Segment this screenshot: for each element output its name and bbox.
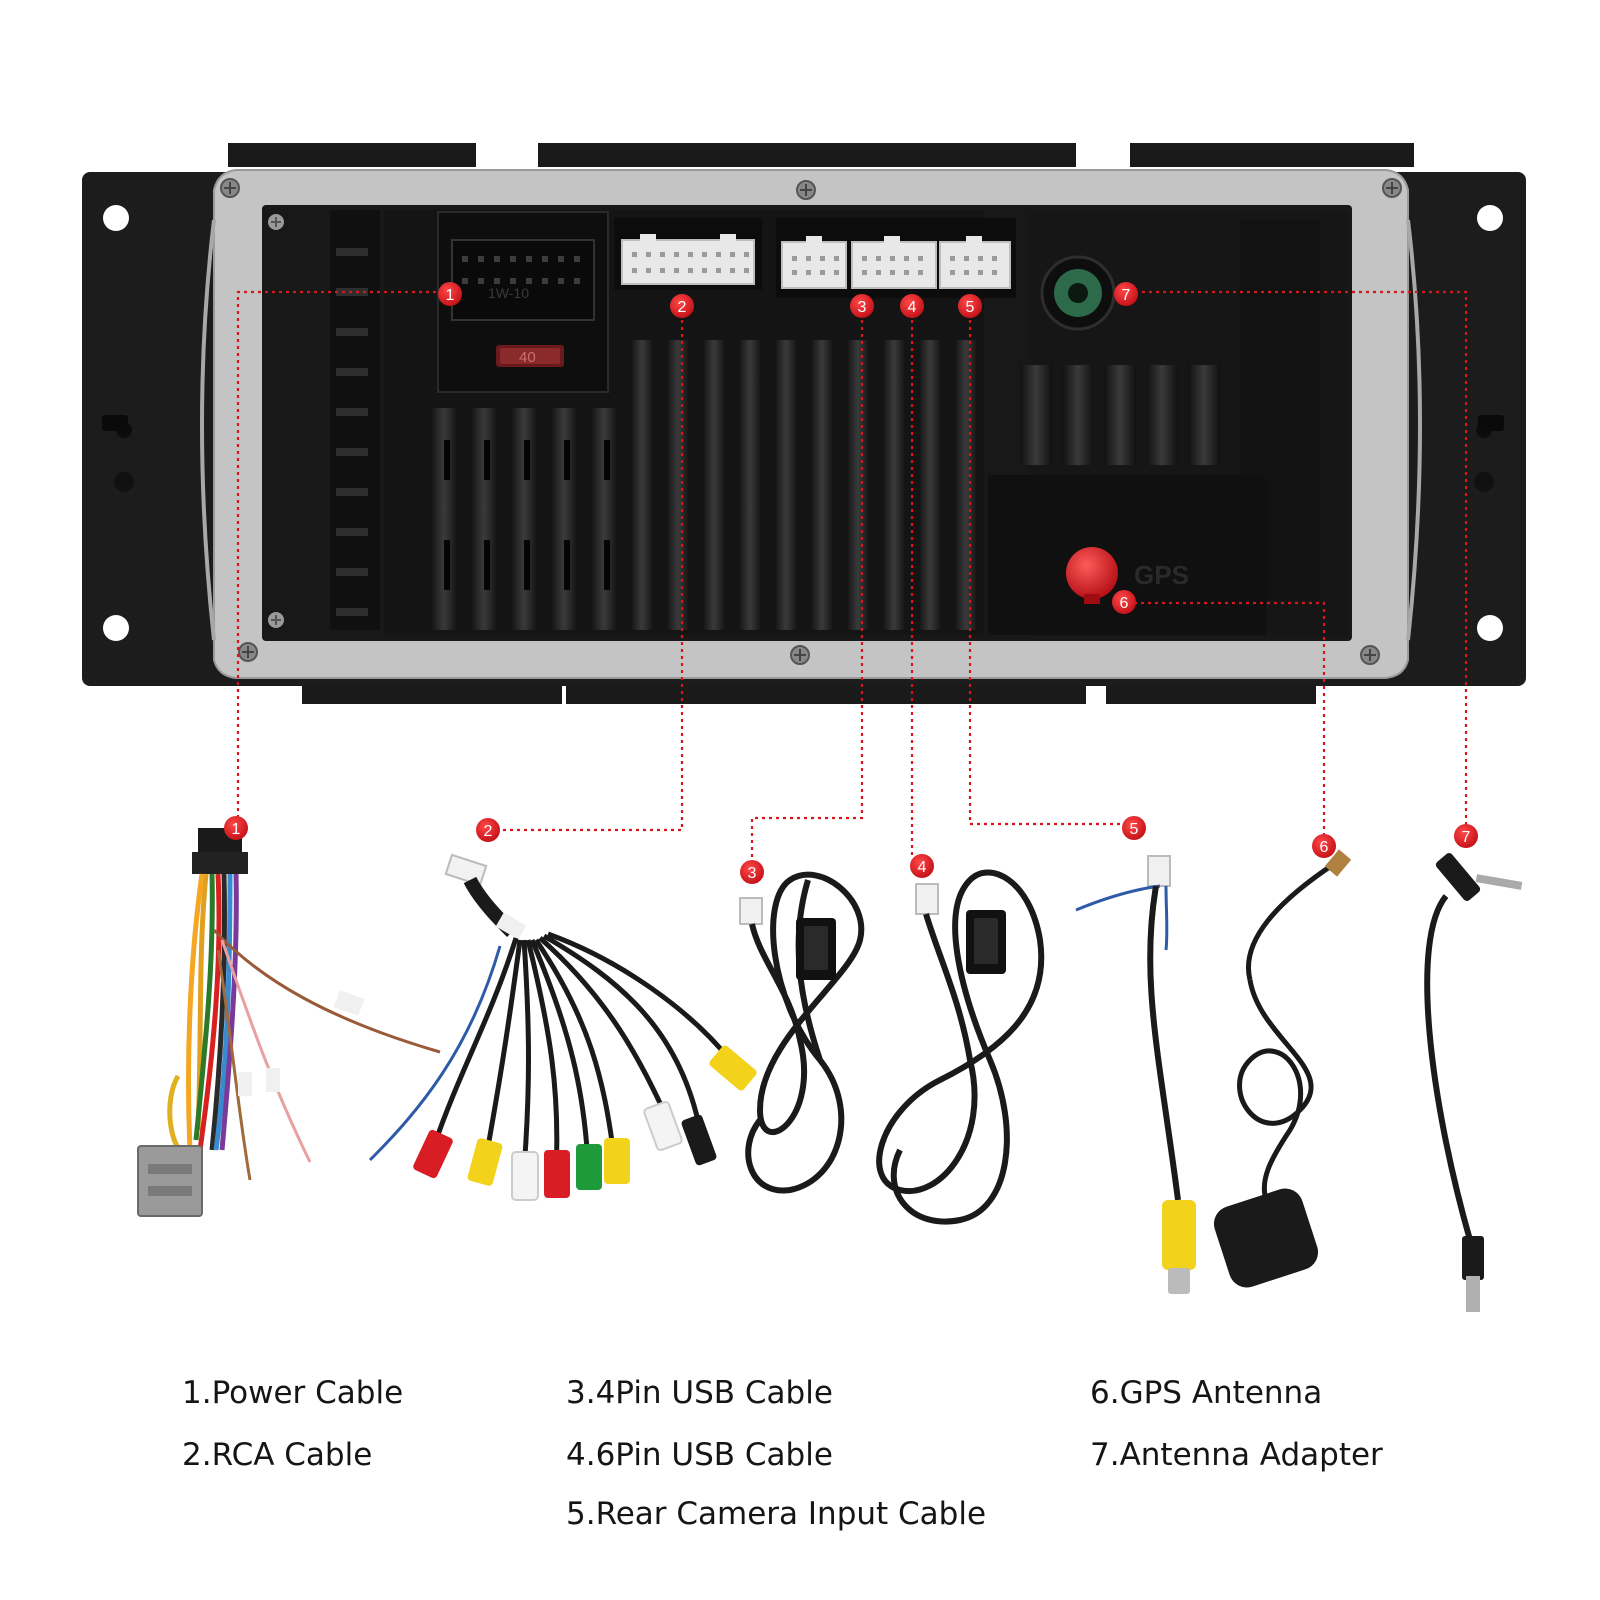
leader-line-5: [968, 306, 1124, 826]
svg-text:6: 6: [1320, 839, 1329, 856]
rca-plug-green-icon: [576, 1144, 602, 1190]
mount-hole-icon: [103, 205, 129, 231]
screw-icon: [790, 645, 810, 665]
svg-text:2: 2: [484, 823, 493, 840]
antenna-socket-port: [1040, 255, 1116, 331]
caption-power-cable: 1.Power Cable: [182, 1375, 404, 1411]
mount-hole-icon: [1477, 205, 1503, 231]
screw-icon: [238, 642, 258, 662]
port-marker-1: 1: [438, 282, 462, 306]
leader-line-1: [236, 290, 436, 818]
svg-text:1: 1: [446, 287, 455, 304]
port-marker-3: 3: [850, 294, 874, 318]
port-marker-6: 6: [1112, 590, 1136, 614]
rca-plug-yellow-icon: [1162, 1200, 1196, 1270]
caption-rca-cable: 2.RCA Cable: [182, 1437, 373, 1473]
svg-text:2: 2: [678, 299, 687, 316]
port-marker-2: 2: [670, 294, 694, 318]
rca-plug-yellow-icon: [709, 1045, 757, 1091]
cable-marker-4: 4: [910, 854, 934, 878]
caption-rear-camera-cable: 5.Rear Camera Input Cable: [566, 1496, 987, 1532]
power-cable: [137, 828, 441, 1217]
svg-text:1: 1: [232, 821, 241, 838]
rca-plug-white-icon: [511, 1151, 539, 1201]
caption-6pin-usb-cable: 4.6Pin USB Cable: [566, 1437, 833, 1473]
svg-text:7: 7: [1122, 287, 1131, 304]
rca-plug-red-icon: [413, 1129, 453, 1179]
cable-marker-3: 3: [740, 860, 764, 884]
rca-cable: [368, 853, 757, 1201]
leader-line-2: [488, 306, 684, 832]
svg-text:5: 5: [966, 299, 975, 316]
port-marker-4: 4: [900, 294, 924, 318]
power-plug-icon: [137, 1145, 203, 1217]
leader-line-7: [1142, 290, 1468, 830]
svg-text:5: 5: [1130, 821, 1139, 838]
svg-text:7: 7: [1462, 829, 1471, 846]
cable-marker-7: 7: [1454, 824, 1478, 848]
svg-text:3: 3: [858, 299, 867, 316]
antenna-plug-icon: [1466, 1276, 1480, 1312]
svg-text:4: 4: [908, 299, 917, 316]
rear-camera-cable: [1075, 855, 1196, 1294]
screw-icon: [268, 612, 284, 628]
harness-label: 1W-10: [488, 285, 529, 301]
usb-6pin-cable: [876, 869, 1045, 1225]
screw-icon: [796, 180, 816, 200]
usb-6pin-port: [851, 236, 937, 289]
mic-jack-icon: [681, 1114, 717, 1166]
heat-sink-left: [330, 210, 380, 630]
gps-receiver-icon: [1213, 1188, 1319, 1288]
caption-4pin-usb-cable: 3.4Pin USB Cable: [566, 1375, 833, 1411]
leader-line-6: [1134, 601, 1326, 838]
svg-text:4: 4: [918, 859, 927, 876]
port-marker-5: 5: [958, 294, 982, 318]
caption-gps-antenna: 6.GPS Antenna: [1090, 1375, 1323, 1411]
cable-marker-6: 6: [1312, 834, 1336, 858]
port-markers: 1 2 3 4 5 6 7: [438, 282, 1138, 614]
rca-plug-white-icon: [643, 1101, 683, 1151]
svg-text:6: 6: [1120, 595, 1129, 612]
screw-icon: [268, 214, 284, 230]
rca-plug-yellow-icon: [467, 1138, 503, 1186]
screw-icon: [1360, 645, 1380, 665]
fuse-label: 40: [519, 349, 536, 366]
head-unit-rear: 1W-10 40: [82, 143, 1526, 704]
cable-marker-2: 2: [476, 818, 500, 842]
gps-antenna-cable: [1213, 849, 1352, 1288]
leader-lines: [236, 290, 1468, 862]
screw-icon: [220, 178, 240, 198]
usb-4pin-cable: [739, 871, 865, 1194]
antenna-adapter-cable: [1424, 853, 1523, 1312]
caption-antenna-adapter: 7.Antenna Adapter: [1090, 1437, 1383, 1473]
screw-icon: [1382, 178, 1402, 198]
heat-sink-center: [430, 340, 978, 630]
mount-hole-icon: [103, 615, 129, 641]
cable-marker-5: 5: [1122, 816, 1146, 840]
mount-hole-icon: [1477, 615, 1503, 641]
svg-text:3: 3: [748, 865, 757, 882]
port-marker-7: 7: [1114, 282, 1138, 306]
rca-plug-yellow-icon: [604, 1138, 630, 1184]
power-connector-port: 1W-10 40: [437, 211, 609, 393]
cable-markers: 1 2 3 4 5 6 7: [224, 816, 1478, 884]
cable-marker-1: 1: [224, 816, 248, 840]
rca-connector-port: [614, 218, 762, 290]
rca-plug-red-icon: [544, 1150, 570, 1198]
gps-port-label: GPS: [1134, 560, 1189, 590]
leader-line-3: [750, 306, 864, 862]
camera-input-port: [939, 236, 1011, 289]
